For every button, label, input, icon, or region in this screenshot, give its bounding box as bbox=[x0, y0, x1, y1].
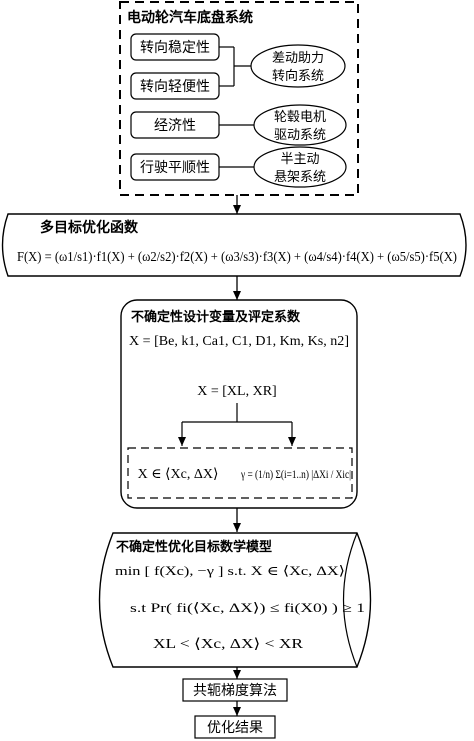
result-label: 优化结果 bbox=[207, 720, 263, 736]
model-constraint-bounds: XL < ⟨Xc, ΔX⟩ < XR bbox=[153, 637, 304, 652]
multi-objective-formula: F(X) = (ω1/s1)·f1(X) + (ω2/s2)·f2(X) + (… bbox=[17, 250, 457, 265]
uncertainty-block: 不确定性设计变量及评定系数 X = [Be, k1, Ca1, C1, D1, … bbox=[120, 299, 358, 509]
subsystem-differential-steering-line2: 转向系统 bbox=[272, 68, 324, 84]
criterion-ride-comfort: 行驶平顺性 bbox=[140, 160, 210, 176]
criteria-connectors bbox=[219, 46, 254, 168]
bound-split: X = [XL, XR] bbox=[197, 384, 276, 399]
subsystem-suspension-line2: 悬架系统 bbox=[274, 170, 326, 185]
algorithm-box bbox=[182, 678, 288, 702]
subsystem-hub-motor-line2: 驱动系统 bbox=[274, 128, 326, 143]
model-block: 不确定性优化目标数学模型 min [ f(Xc), −γ ] s.t. X ∈ … bbox=[98, 532, 372, 668]
multi-objective-tape bbox=[1, 213, 467, 277]
subsystem-hub-motor-drive bbox=[253, 104, 347, 146]
uncertainty-frame bbox=[120, 299, 358, 509]
subsystem-semi-active-suspension bbox=[253, 146, 347, 188]
subsystem-hub-motor-line1: 轮毂电机 bbox=[274, 110, 326, 125]
criterion-steering-lightness: 转向轻便性 bbox=[140, 79, 210, 95]
multi-objective-block: 多目标优化函数 F(X) = (ω1/s1)·f1(X) + (ω2/s2)·f… bbox=[1, 213, 467, 277]
interval-dashed-frame bbox=[127, 447, 353, 499]
split-arrows bbox=[178, 403, 296, 446]
chassis-dashed-frame bbox=[119, 1, 359, 196]
model-title: 不确定性优化目标数学模型 bbox=[116, 539, 272, 555]
criterion-steering-stability: 转向稳定性 bbox=[140, 40, 210, 56]
uncertainty-title: 不确定性设计变量及评定系数 bbox=[131, 309, 301, 325]
model-objective: min [ f(Xc), −γ ] s.t. X ∈ ⟨Xc, ΔX⟩ bbox=[115, 563, 345, 578]
subsystem-differential-steering-line1: 差动助力 bbox=[272, 51, 324, 66]
algorithm-label: 共轭梯度算法 bbox=[193, 683, 277, 699]
subsystem-differential-steering bbox=[250, 44, 346, 88]
multi-objective-title: 多目标优化函数 bbox=[40, 219, 139, 236]
result-box bbox=[194, 715, 276, 739]
chassis-title: 电动轮汽车底盘系统 bbox=[127, 9, 253, 26]
subsystem-suspension-line1: 半主动 bbox=[280, 152, 319, 167]
interval-expression: X ∈ ⟨Xc, ΔX⟩ bbox=[138, 467, 219, 482]
criterion-economy: 经济性 bbox=[154, 118, 196, 134]
model-cylinder-inner-edge bbox=[342, 532, 358, 668]
gamma-expression: γ = (1/n) Σ(i=1..n) |ΔXi / Xic| bbox=[240, 467, 351, 481]
chassis-system-block: 电动轮汽车底盘系统 转向稳定性 转向轻便性 经济性 行驶平顺性 差动助力 转向系… bbox=[119, 1, 359, 196]
model-constraint-probability: s.t Pr( fi(⟨Xc, ΔX⟩) ≤ fi(X0) ) ≥ 1 bbox=[130, 600, 365, 615]
design-variable-vector: X = [Be, k1, Ca1, C1, D1, Km, Ks, n2] bbox=[129, 334, 349, 349]
